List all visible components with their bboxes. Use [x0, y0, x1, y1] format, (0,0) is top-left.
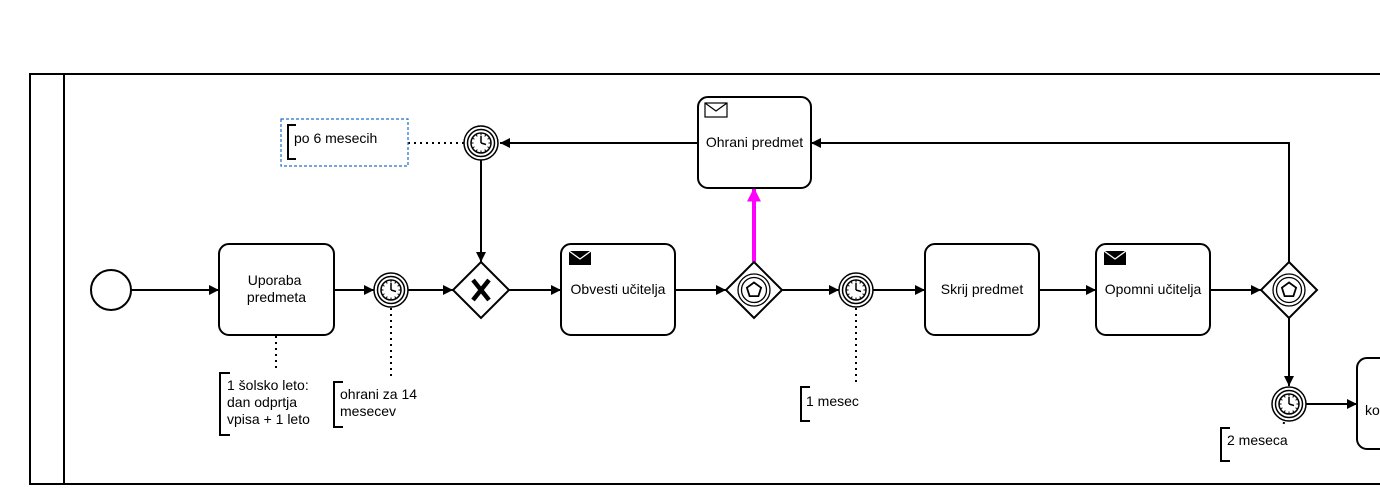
envelope-icon [568, 250, 592, 266]
task-obvesti-label: Obvesti učitelja [571, 281, 666, 297]
annotation-2-meseca[interactable]: 2 meseca [1220, 427, 1288, 462]
task-skrij-predmet[interactable]: Skrij predmet [924, 243, 1040, 336]
annotation-ohrani-za-14[interactable]: ohrani za 14 mesecev [333, 381, 421, 428]
annotation-meseca2-text: 2 meseca [1227, 432, 1288, 448]
association-meseca2 [1282, 421, 1285, 429]
task-uporaba-predmeta[interactable]: Uporaba predmeta [218, 243, 335, 336]
envelope-icon [704, 102, 728, 118]
flow-evgateway-ohrani[interactable] [811, 138, 1290, 262]
task-opomni-label: Opomni učitelja [1105, 281, 1202, 297]
annotation-solsko-leto[interactable]: 1 šolsko leto: dan odprtja vpisa + 1 let… [219, 372, 313, 436]
task-ko-label: ko [1365, 402, 1380, 418]
timer-event-clock-icon[interactable] [1271, 386, 1307, 422]
timer-event-clock-icon[interactable] [373, 272, 409, 308]
exclusive-gateway[interactable] [451, 260, 511, 320]
annotation-po-6-mesecih[interactable]: po 6 mesecih [280, 118, 409, 167]
annotation-ohrani14-text: ohrani za 14 mesecev [340, 386, 421, 419]
task-ohrani-predmet[interactable]: Ohrani predmet [697, 96, 812, 189]
task-obvesti-ucitelja[interactable]: Obvesti učitelja [560, 243, 676, 336]
task-skrij-label: Skrij predmet [941, 281, 1024, 297]
task-opomni-ucitelja[interactable]: Opomni učitelja [1095, 243, 1211, 336]
task-ohrani-label: Ohrani predmet [706, 134, 803, 150]
start-event[interactable] [90, 269, 132, 311]
annotation-solsko-text: 1 šolsko leto: dan odprtja vpisa + 1 let… [227, 377, 313, 427]
annotation-po6-text: po 6 mesecih [294, 130, 377, 146]
x-icon [471, 278, 491, 302]
annotation-1-mesec[interactable]: 1 mesec [800, 386, 859, 422]
task-uporaba-label: Uporaba predmeta [247, 272, 306, 305]
envelope-icon [1103, 250, 1127, 266]
task-ko[interactable]: ko [1356, 357, 1380, 450]
timer-event-clock-icon[interactable] [463, 125, 499, 161]
annotation-mesec1-text: 1 mesec [806, 393, 859, 409]
timer-event-clock-icon[interactable] [838, 272, 874, 308]
